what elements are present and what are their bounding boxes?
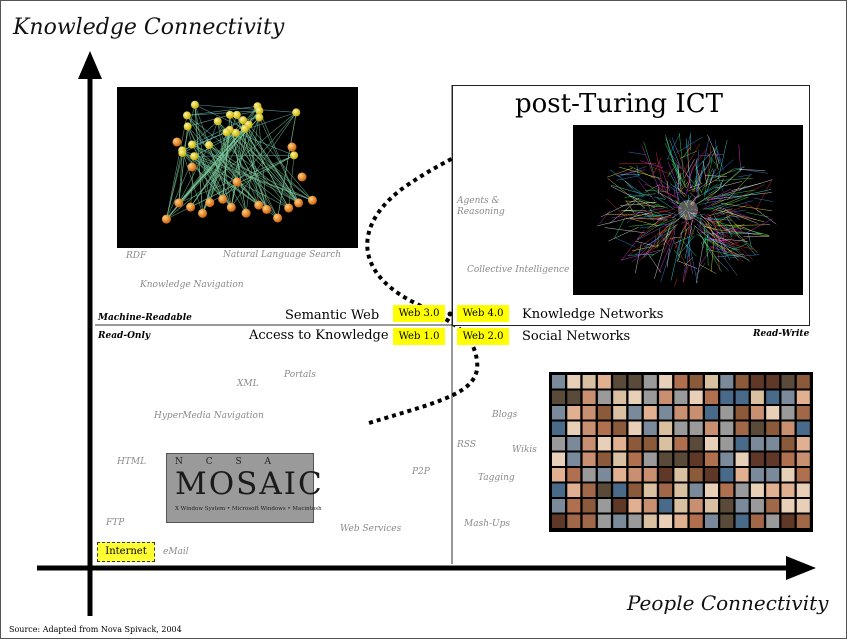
source-note: Source: Adapted from Nova Spivack, 2004 <box>9 625 182 634</box>
portals-label: Portals <box>284 370 316 380</box>
read-write-label: Read-Write <box>753 329 810 339</box>
web-services-label: Web Services <box>340 524 402 534</box>
internet-map-image <box>573 125 803 295</box>
reasoning-label: Reasoning <box>457 207 505 217</box>
knowledge-networks-label: Knowledge Networks <box>522 307 664 322</box>
rss-label: RSS <box>457 440 476 450</box>
email-label: eMail <box>163 547 189 557</box>
web-1-badge: Web 1.0 <box>393 328 445 345</box>
rdf-label: RDF <box>126 251 147 261</box>
mosaic-letters: N C S A <box>175 457 282 467</box>
x-axis-arrowhead <box>786 556 816 580</box>
mashups-label: Mash-Ups <box>464 519 511 529</box>
wikis-label: Wikis <box>512 445 537 455</box>
post-turing-title: post-Turing ICT <box>515 89 723 119</box>
progression-arrow <box>365 147 480 425</box>
y-axis-arrowhead <box>78 51 102 79</box>
semantic-web-label: Semantic Web <box>285 308 380 323</box>
hypermedia-navigation-label: HyperMedia Navigation <box>154 411 264 421</box>
web-2-badge: Web 2.0 <box>457 328 509 345</box>
html-label: HTML <box>117 457 147 467</box>
social-networks-label: Social Networks <box>522 329 631 344</box>
p2p-label: P2P <box>412 467 430 477</box>
center-dot <box>447 311 453 317</box>
mosaic-word: MOSAIC <box>175 466 324 502</box>
rdf-graph-image <box>117 87 358 248</box>
agents-label: Agents & <box>457 196 500 206</box>
xml-label: XML <box>237 379 259 389</box>
knowledge-navigation-label: Knowledge Navigation <box>140 280 244 290</box>
x-axis-title: People Connectivity <box>627 591 829 615</box>
access-to-knowledge-label: Access to Knowledge <box>249 328 389 343</box>
mosaic-tagline: X Window System • Microsoft Windows • Ma… <box>175 506 322 512</box>
blogs-label: Blogs <box>492 410 518 420</box>
read-only-label: Read-Only <box>98 331 151 341</box>
machine-readable-label: Machine-Readable <box>98 313 192 323</box>
web-4-badge: Web 4.0 <box>457 305 509 322</box>
collective-intelligence-label: Collective Intelligence <box>467 265 570 275</box>
natural-language-search-label: Natural Language Search <box>223 250 342 260</box>
y-axis-title: Knowledge Connectivity <box>13 15 285 40</box>
internet-badge: Internet <box>97 542 155 562</box>
social-faces-image <box>549 372 813 532</box>
ftp-label: FTP <box>106 518 125 528</box>
web-3-badge: Web 3.0 <box>393 305 445 322</box>
mosaic-logo-image: N C S A MOSAIC X Window System • Microso… <box>166 453 322 523</box>
tagging-label: Tagging <box>478 473 515 483</box>
